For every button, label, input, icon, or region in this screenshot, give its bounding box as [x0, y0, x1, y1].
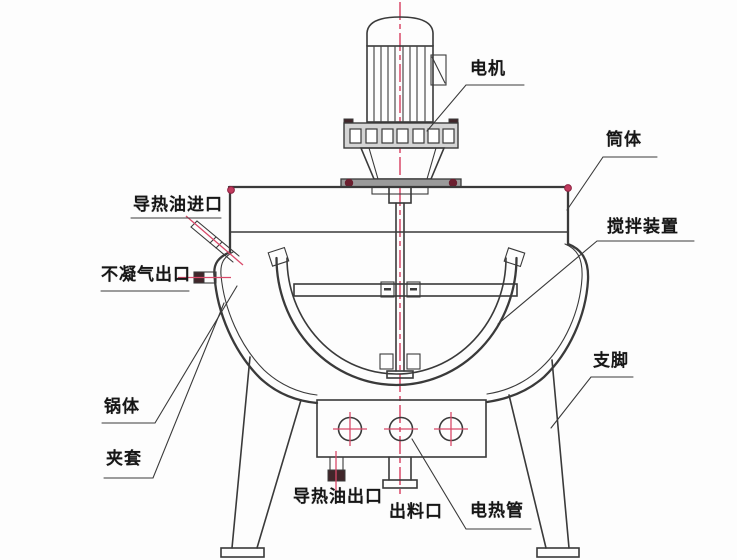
label-discharge-port: 出料口 — [389, 502, 443, 522]
rim-mark-left — [227, 186, 235, 194]
label-gas-outlet: 不凝气出口 — [101, 265, 191, 285]
agitator-arm — [293, 283, 518, 297]
jacket-outer-wall-right — [485, 242, 590, 404]
label-jacket: 夹套 — [106, 449, 142, 469]
mounting-plate — [340, 178, 462, 204]
agitator-shaft — [386, 202, 414, 379]
jacket-outer-wall — [213, 250, 319, 405]
vessel-body — [213, 184, 590, 492]
label-cylinder-body: 筒体 — [606, 130, 642, 150]
right-foot-pad — [536, 547, 580, 558]
bottom-box — [316, 399, 487, 458]
support-legs — [220, 356, 580, 558]
oil-inlet-pipe — [185, 215, 244, 266]
label-pot-body: 锅体 — [104, 397, 140, 417]
label-thermal-oil-outlet: 导热油出口 — [293, 487, 383, 507]
rim-mark-right — [564, 184, 572, 192]
pot-inner-wall-right — [486, 243, 583, 395]
heating-tube-ports — [333, 412, 468, 446]
agitator-drawing — [267, 246, 526, 387]
label-support-leg: 支脚 — [593, 351, 629, 371]
label-stirring-device: 搅拌装置 — [607, 217, 679, 237]
label-heating-tube: 电热管 — [470, 501, 524, 521]
leader-lines — [100, 84, 695, 530]
left-foot-pad — [220, 547, 265, 558]
gearbox-stand — [359, 147, 446, 180]
motor-drawing — [340, 16, 462, 379]
gas-outlet-pipe — [178, 271, 231, 284]
motor-terminal-box — [430, 54, 447, 86]
oil-outlet-pipe — [327, 451, 346, 492]
motor-fins — [373, 46, 426, 122]
label-thermal-oil-inlet: 导热油进口 — [133, 195, 223, 215]
discharge-pipe — [382, 456, 418, 489]
pot-inner-wall-left — [220, 251, 318, 396]
motor-base-flange — [343, 118, 459, 149]
label-motor: 电机 — [470, 59, 506, 79]
